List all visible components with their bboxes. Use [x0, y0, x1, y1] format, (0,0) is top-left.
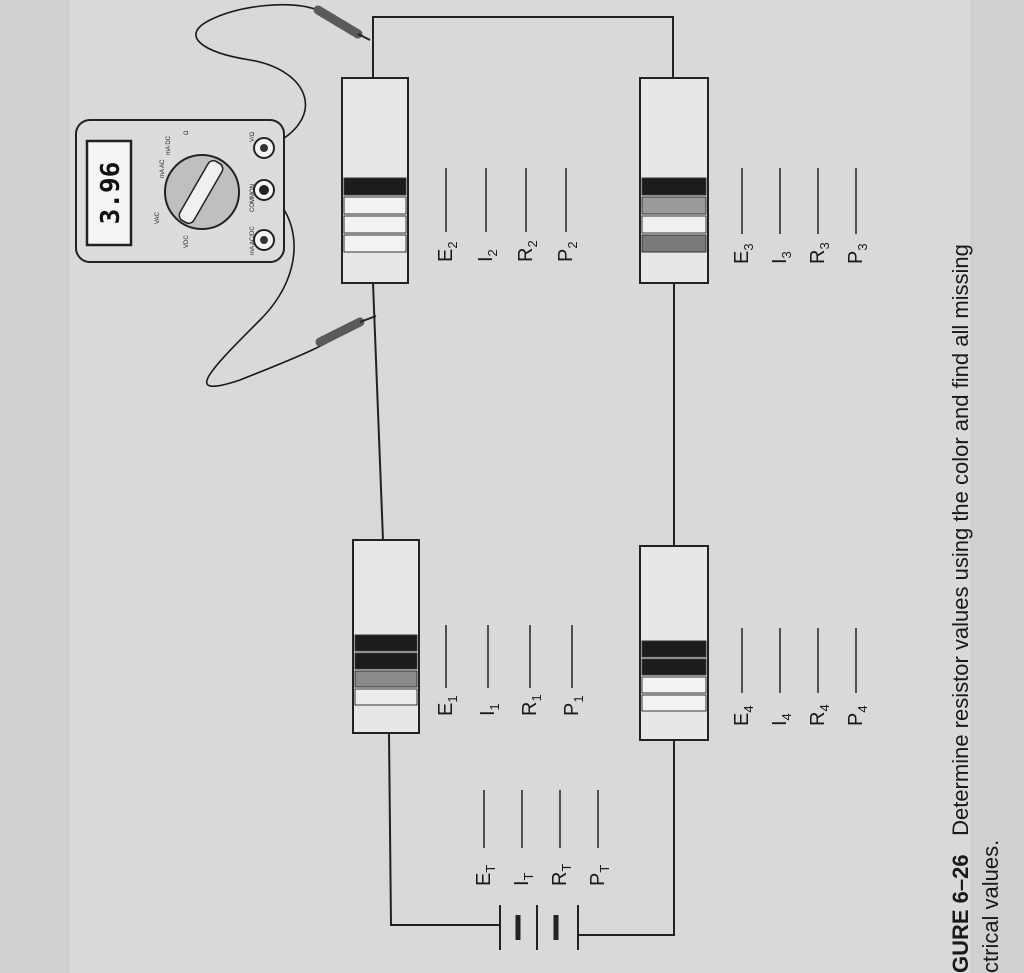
label-e-4: E4	[731, 705, 756, 726]
meter-jacks[interactable]	[253, 137, 275, 251]
resistor-r1	[352, 539, 420, 734]
label-e-t: ET	[473, 865, 498, 886]
probe-top	[313, 5, 371, 41]
label-i-2: I2	[475, 249, 500, 262]
label-e-1: E1	[435, 695, 460, 716]
label-r-4: R4	[807, 704, 832, 726]
labels-totals: ET IT RT PT	[473, 790, 612, 886]
meter-reading: 3.96	[96, 162, 126, 225]
color-band	[343, 196, 407, 215]
color-band	[641, 658, 707, 676]
color-band	[354, 670, 418, 688]
color-band	[641, 694, 707, 712]
color-band	[641, 215, 707, 234]
svg-text:VAC: VAC	[155, 211, 161, 224]
label-i-4: I4	[769, 713, 794, 726]
label-r-t: RT	[549, 864, 574, 886]
svg-text:GURE 6–26 Determine resi: GURE 6–26 Determine resistor values usin…	[948, 244, 973, 973]
label-p-3: P3	[845, 243, 870, 264]
labels-r2: E2 I2 R2 P2	[435, 168, 580, 262]
color-band	[343, 234, 407, 253]
label-i-3: I3	[769, 251, 794, 264]
color-band	[641, 234, 707, 253]
battery	[499, 905, 579, 950]
color-band	[641, 177, 707, 196]
resistor-r3	[639, 77, 709, 284]
circuit-wires	[372, 16, 675, 936]
label-p-t: PT	[587, 865, 612, 886]
color-band	[354, 688, 418, 706]
labels-r1: E1 I1 R1 P1	[435, 625, 586, 716]
label-e-2: E2	[435, 241, 460, 262]
color-band	[343, 215, 407, 234]
color-band	[354, 652, 418, 670]
labels-r3: E3 I3 R3 P3	[731, 168, 870, 264]
multimeter[interactable]: 3.96 VDC VAC mA AC mA DC Ω V/Ω mA AC/DC …	[75, 119, 285, 263]
svg-text:VDC: VDC	[184, 235, 190, 248]
resistor-r4	[639, 545, 709, 741]
label-e-3: E3	[731, 243, 756, 264]
svg-text:mA DC: mA DC	[166, 135, 172, 155]
resistor-r2	[341, 77, 409, 284]
color-band	[641, 196, 707, 215]
color-band	[354, 634, 418, 652]
color-band	[641, 676, 707, 694]
svg-text:COMMON: COMMON	[250, 184, 256, 212]
label-i-t: IT	[511, 872, 536, 886]
meter-dial[interactable]	[164, 154, 240, 230]
meter-display: 3.96	[85, 139, 133, 247]
svg-text:V/Ω: V/Ω	[250, 131, 256, 142]
label-p-4: P4	[845, 705, 870, 726]
caption-text-line2: ctrical values.	[978, 840, 1003, 973]
label-r-3: R3	[807, 242, 832, 264]
svg-text:mA AC: mA AC	[160, 159, 166, 178]
svg-text:mA AC/DC: mA AC/DC	[250, 226, 256, 255]
labels-r4: E4 I4 R4 P4	[731, 628, 870, 726]
meter-leads	[195, 4, 361, 388]
label-i-1: I1	[477, 703, 502, 716]
probe-bottom	[315, 315, 377, 347]
svg-text:Ω: Ω	[184, 130, 190, 135]
caption-text: Determine resistor values using the colo…	[948, 244, 973, 836]
color-band	[343, 177, 407, 196]
meter-switch-labels: VDC VAC mA AC mA DC Ω V/Ω mA AC/DC COMMO…	[155, 130, 256, 255]
color-band	[641, 640, 707, 658]
figure-number: GURE 6–26	[948, 854, 973, 973]
label-r-2: R2	[515, 240, 540, 262]
label-p-1: P1	[561, 695, 586, 716]
figure-caption: GURE 6–26 Determine resistor values usin…	[948, 244, 1003, 973]
label-r-1: R1	[519, 694, 544, 716]
label-p-2: P2	[555, 241, 580, 262]
